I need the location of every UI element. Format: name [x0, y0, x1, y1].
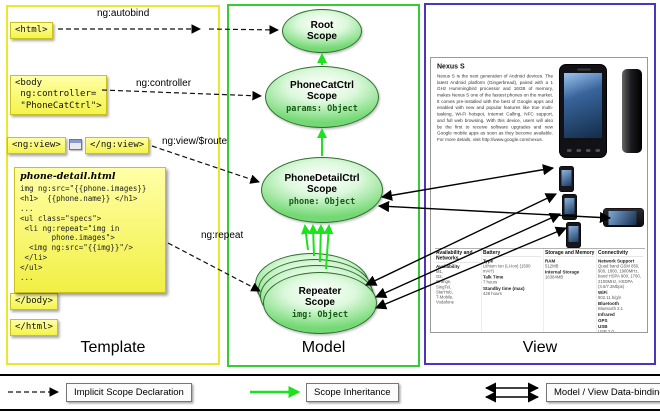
phone-thumbnail: [559, 166, 574, 192]
phone-button: [567, 149, 572, 152]
spec-label: Bluetooth: [598, 301, 619, 307]
spec-value: M1, O2, Orange, SingTel, StarHub, T-Mobi…: [436, 269, 454, 305]
spec-label: Infrared: [598, 312, 615, 318]
view-panel-label: View: [522, 339, 558, 356]
body-close-tag: </body>: [10, 293, 58, 311]
code-line: img ng:src="{{phone.images}}: [20, 184, 147, 193]
spec-value: 512MB: [545, 263, 559, 269]
phone-description: Nexus S is the next generation of Androi…: [437, 73, 553, 142]
phone-title: Nexus S: [437, 62, 465, 70]
spec-header: Storage and Memory: [545, 250, 595, 257]
spec-header: Availability and Networks: [436, 250, 480, 263]
spec-column-storage: Storage and Memory RAM 512MB Internal St…: [544, 248, 597, 332]
phone-thumbnail: [562, 194, 577, 220]
phone-thumbnail: [566, 222, 581, 248]
phone-screen: [564, 73, 602, 138]
annotation-ng-controller: ng:controller: [136, 78, 192, 89]
spec-column-battery: Battery Type Lithium Ion (Li-Ion) (1500 …: [482, 248, 544, 332]
spec-header: Connectivity: [598, 250, 643, 257]
code-line: <img ng:src="{{img}}"/>: [20, 243, 133, 253]
code-line: <li ng:repeat="img in: [20, 223, 120, 233]
legend-scope-inheritance: Scope Inheritance: [306, 383, 399, 402]
repeater-scope-ellipse: Repeater Scope img: Object: [263, 272, 377, 334]
phone-speaker: [577, 68, 591, 71]
body-open-tag: <body ng:controller= "PhoneCatCtrl">: [10, 75, 107, 115]
spec-value: Bluetooth 2.1: [598, 306, 624, 312]
phone-detail-snippet: phone-detail.html img ng:src="{{phone.im…: [14, 167, 166, 293]
spec-label: GPS: [598, 318, 608, 324]
scope-property: img: Object: [291, 310, 349, 321]
phone-button: [595, 149, 600, 152]
spec-column-connectivity: Connectivity Network Support Quad band G…: [597, 249, 645, 333]
thumbnail-screen: [568, 226, 579, 242]
code-line: </li>: [20, 253, 48, 263]
spec-header: Battery: [483, 250, 542, 257]
code-line: <h1> {{phone.name}} </h1>: [20, 193, 138, 203]
legend-divider-bottom: [0, 409, 660, 411]
spec-column-availability: Availability and Networks Availability M…: [435, 248, 482, 332]
scope-property: params: Object: [286, 104, 358, 115]
spec-value: 802.11 b/g/n: [598, 294, 622, 300]
scope-name: Repeater Scope: [298, 285, 342, 308]
spec-value: Quad band GSM 850, 900, 1800, 1900MHz, b…: [598, 263, 641, 289]
scope-name: PhoneDetailCtrl Scope: [284, 172, 360, 195]
spec-value: Lithium Ion (Li-Ion) (1500 mAH): [483, 263, 531, 274]
phone-image-large: [559, 64, 607, 158]
scope-name: Root Scope: [306, 19, 337, 42]
model-panel-label: Model: [301, 339, 346, 356]
phonedetailctrl-scope-ellipse: PhoneDetailCtrl Scope phone: Object: [261, 157, 383, 223]
spec-table: Availability and Networks Availability M…: [435, 248, 645, 333]
thumbnail-screen: [561, 170, 572, 186]
root-scope-ellipse: Root Scope: [282, 9, 362, 53]
spec-label: USB: [598, 324, 608, 330]
code-line: phone.images">: [20, 233, 115, 243]
code-line: </ul>: [20, 263, 43, 273]
spec-value: 7 hours: [483, 279, 498, 285]
template-panel-label: Template: [80, 339, 146, 356]
scope-property: phone: Object: [288, 197, 356, 208]
phone-image-side: [622, 69, 642, 153]
thumbnail-screen: [564, 198, 575, 214]
scope-name: PhoneCatCtrl Scope: [290, 79, 354, 102]
snippet-title: phone-detail.html: [20, 171, 116, 182]
code-line: ...: [20, 273, 34, 283]
phone-button: [576, 149, 581, 152]
html-open-tag: <html>: [10, 22, 53, 40]
spec-value: 16384MB: [545, 274, 564, 280]
code-line: <ul class="specs">: [20, 213, 102, 223]
annotation-ng-repeat: ng:repeat: [201, 230, 244, 241]
annotation-ng-autobind: ng:autobind: [97, 8, 150, 19]
page-content: Nexus S Nexus S is the next generation o…: [431, 58, 647, 333]
annotation-ng-view-route: ng:view/$route: [162, 136, 228, 147]
legend-divider-top: [0, 374, 660, 376]
spec-label: WiFi: [598, 289, 608, 295]
thumbnail-screen: [608, 211, 637, 225]
ngview-close-tag: </ng:view>: [85, 137, 150, 155]
rendered-view-page: Nexus S Nexus S is the next generation o…: [430, 57, 648, 333]
spec-value: 428 hours: [483, 290, 502, 296]
phonecatctrl-scope-ellipse: PhoneCatCtrl Scope params: Object: [265, 66, 379, 128]
code-line: ...: [20, 203, 34, 213]
template-panel: [6, 5, 220, 365]
view-window-icon: [69, 139, 82, 150]
legend-data-binding: Model / View Data-binding: [546, 383, 660, 402]
phone-button: [586, 149, 591, 152]
html-close-tag: </html>: [10, 319, 58, 337]
ngview-open-tag: <ng:view>: [7, 137, 66, 155]
legend-implicit-scope: Implicit Scope Declaration: [66, 383, 192, 402]
spec-value: USB 2.0: [598, 329, 614, 333]
phone-thumbnail-landscape: [603, 208, 644, 227]
spec-label: Network Support: [598, 258, 635, 264]
